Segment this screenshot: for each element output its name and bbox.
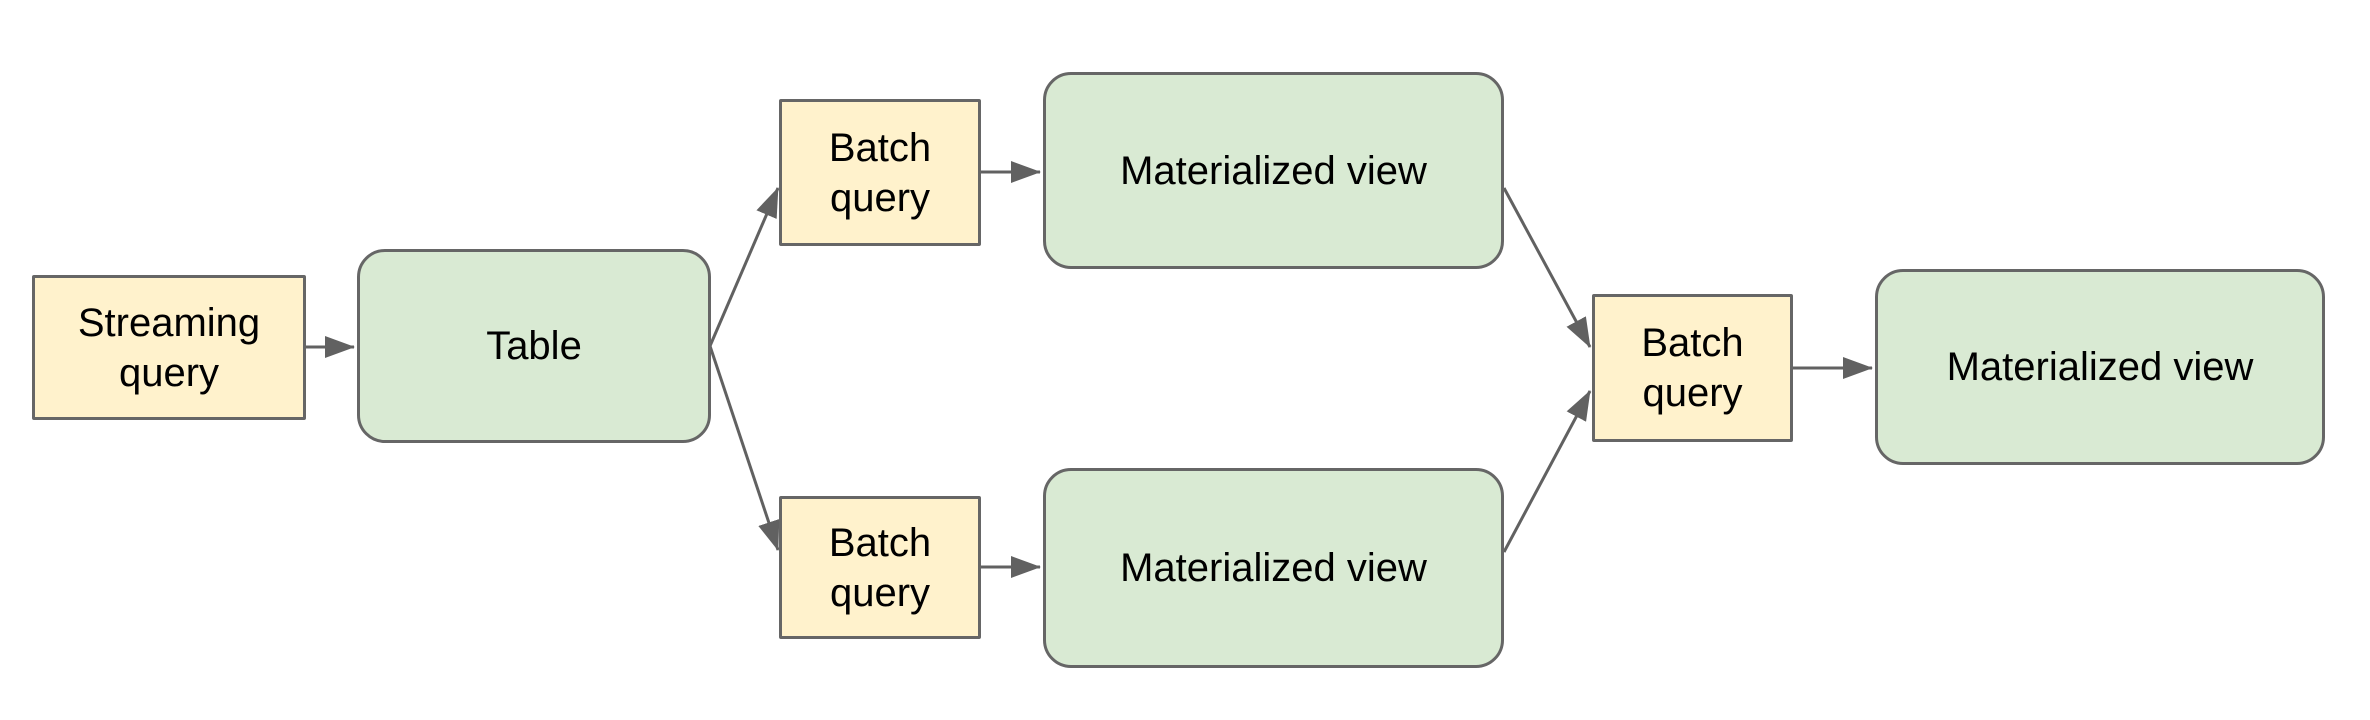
edge-table-to-batch-bottom	[708, 345, 780, 551]
node-materialized-view-top-label: Materialized view	[1120, 148, 1427, 193]
node-materialized-view-bottom-label: Materialized view	[1120, 546, 1427, 590]
edge-table-to-batch-top	[708, 187, 780, 347]
node-batch-query-top-label: Batch query	[828, 125, 932, 220]
node-table: Table	[357, 249, 711, 443]
node-materialized-view-top: Materialized view	[1043, 72, 1504, 269]
node-streaming-query: Streaming query	[32, 275, 306, 420]
node-batch-query-right-label: Batch query	[1641, 321, 1744, 415]
node-batch-query-bottom: Batch query	[779, 496, 981, 639]
node-batch-query-bottom-label: Batch query	[828, 520, 932, 615]
edge-mv-top-to-batch-right	[1502, 187, 1592, 348]
node-streaming-query-label: Streaming query	[77, 300, 261, 395]
edge-mv-bottom-to-batch-right	[1502, 390, 1592, 553]
node-materialized-view-right: Materialized view	[1875, 269, 2325, 465]
node-materialized-view-bottom: Materialized view	[1043, 468, 1504, 668]
node-table-label: Table	[486, 324, 582, 368]
node-batch-query-right: Batch query	[1592, 294, 1793, 442]
node-materialized-view-right-label: Materialized view	[1946, 345, 2254, 389]
node-batch-query-top: Batch query	[779, 99, 981, 246]
